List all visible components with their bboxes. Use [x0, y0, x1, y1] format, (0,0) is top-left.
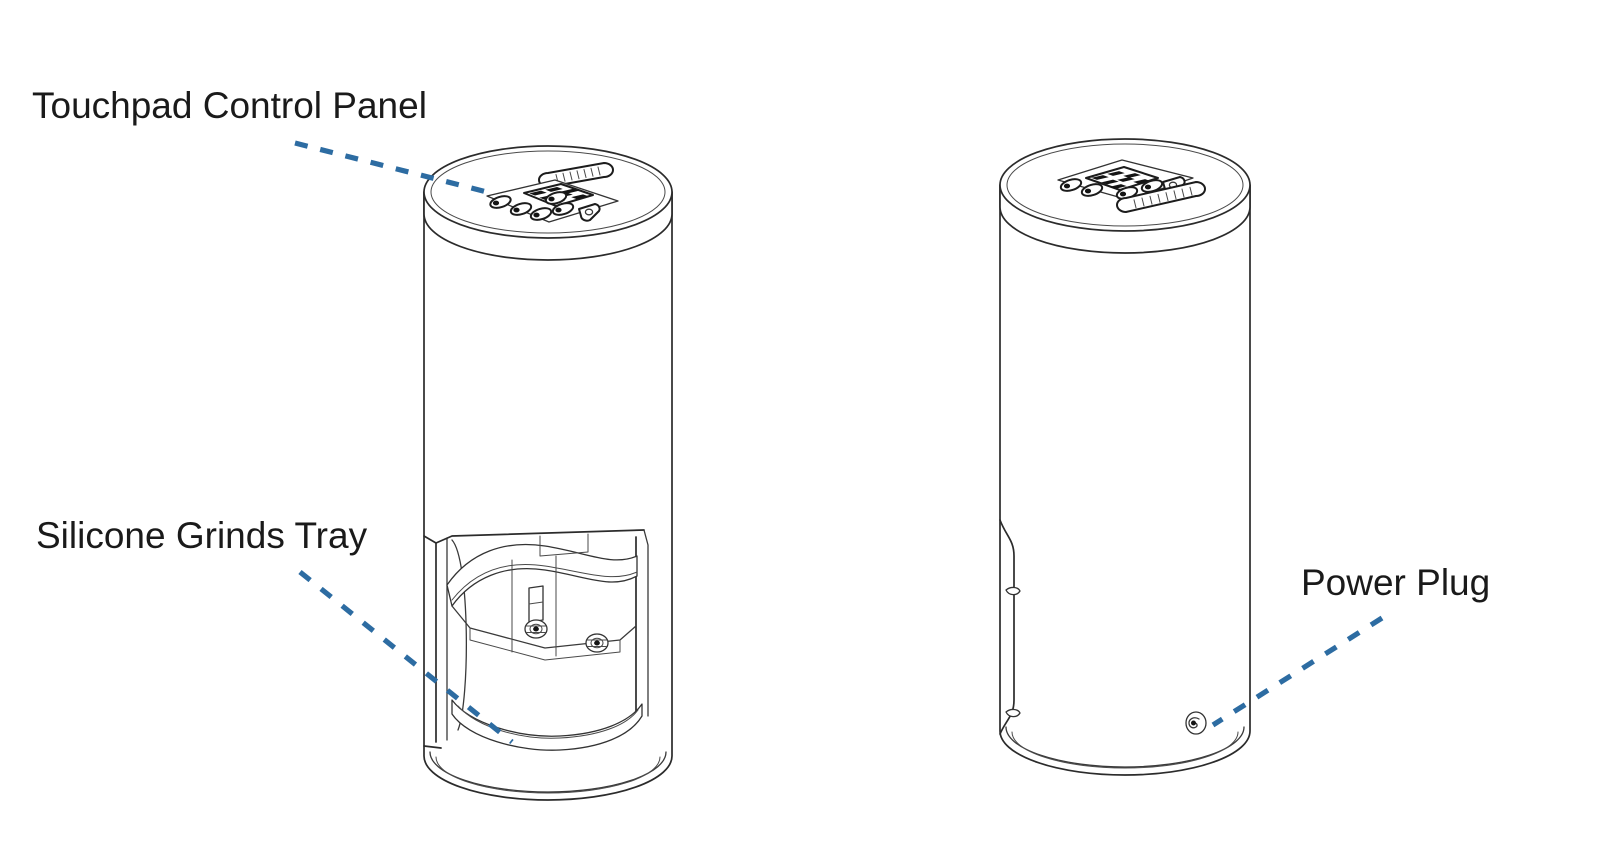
control-button[interactable]: [509, 201, 533, 217]
rear-unit: [999, 138, 1251, 776]
dual-nozzle: [524, 585, 609, 653]
control-button[interactable]: [1080, 182, 1104, 198]
power-button[interactable]: [578, 203, 601, 222]
callout-label-power-plug: Power Plug: [1301, 562, 1490, 603]
leader-power-plug: [1211, 615, 1384, 728]
callout-label-touchpad-control-panel: Touchpad Control Panel: [32, 85, 427, 126]
power-socket-rear-unit[interactable]: [1185, 711, 1207, 735]
callout-leaders: [294, 140, 1384, 745]
leader-silicone-grinds-tray: [298, 569, 514, 745]
nozzle-collar: [585, 633, 609, 653]
top-control-panel-front-unit[interactable]: [486, 179, 619, 223]
nozzle-collar: [524, 619, 548, 639]
dispensing-alcove: [435, 529, 649, 751]
silicone-grinds-tray-canopy: [446, 543, 638, 607]
control-button[interactable]: [544, 190, 568, 206]
control-button[interactable]: [489, 194, 512, 210]
front-unit: [423, 145, 673, 801]
rear-unit-body: [999, 184, 1251, 776]
top-slot-vent: [1116, 181, 1206, 213]
control-button[interactable]: [529, 206, 553, 222]
callout-label-silicone-grinds-tray: Silicone Grinds Tray: [36, 515, 368, 556]
control-button[interactable]: [551, 201, 575, 217]
callout-labels: Touchpad Control Panel Silicone Grinds T…: [32, 85, 1490, 603]
alcove-edge-front: [423, 535, 442, 749]
drip-tray-front-unit[interactable]: [451, 699, 643, 751]
front-unit-body: [423, 191, 673, 801]
alcove-silhouette-edge-rear: [999, 519, 1021, 735]
control-button[interactable]: [1059, 177, 1083, 193]
leader-touchpad-control-panel: [294, 140, 488, 195]
